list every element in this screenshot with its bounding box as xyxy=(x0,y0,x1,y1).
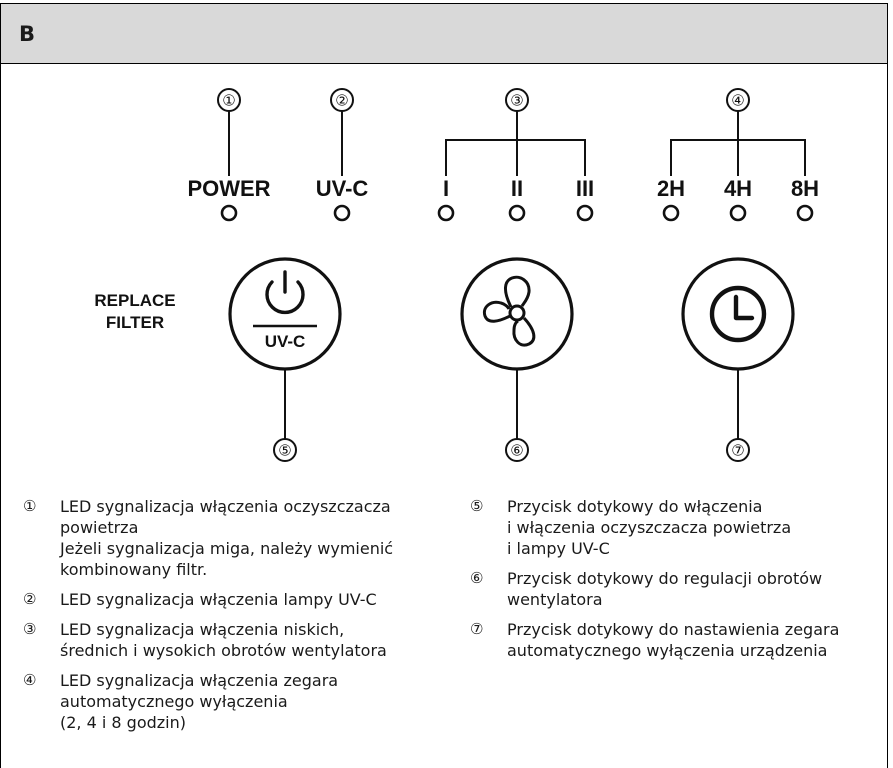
callout-6-number: ⑥ xyxy=(510,442,523,460)
led-uvc xyxy=(333,204,351,222)
legend-left: ① LED sygnalizacja włączenia oczyszczacz… xyxy=(23,496,443,742)
callout-3-number: ③ xyxy=(510,92,523,110)
panel-frame: B xyxy=(0,3,888,768)
legend-item-4-number: ④ xyxy=(23,671,37,689)
callout-3: ③ xyxy=(445,88,586,176)
callout-1-number: ① xyxy=(222,92,235,110)
callout-4-number: ④ xyxy=(731,92,744,110)
led-power xyxy=(220,204,238,222)
fan-icon xyxy=(482,275,536,347)
legend-item-3-text: LED sygnalizacja włączenia niskich, śred… xyxy=(60,620,387,660)
led-timer-4h xyxy=(729,204,747,222)
led-label-uvc: UV-C xyxy=(316,176,369,201)
legend-item-5: ⑤ Przycisk dotykowy do włączenia i włącz… xyxy=(470,496,880,559)
led-speed-mid xyxy=(508,204,526,222)
power-uvc-button[interactable]: UV-C xyxy=(228,257,342,371)
fan-button[interactable] xyxy=(460,257,574,371)
callout-5: ⑤ xyxy=(273,370,297,462)
legend-item-3: ③ LED sygnalizacja włączenia niskich, śr… xyxy=(23,619,443,661)
callout-5-number: ⑤ xyxy=(278,442,291,460)
callout-1: ① xyxy=(217,88,241,176)
callout-2: ② xyxy=(330,88,354,176)
replace-filter-line1: REPLACE xyxy=(94,291,175,310)
legend-item-6-text: Przycisk dotykowy do regulacji obrotów w… xyxy=(507,569,823,609)
power-icon xyxy=(265,270,305,315)
legend-item-2-text: LED sygnalizacja włączenia lampy UV-C xyxy=(60,590,377,609)
callout-7-number: ⑦ xyxy=(731,442,744,460)
legend-item-6: ⑥ Przycisk dotykowy do regulacji obrotów… xyxy=(470,568,880,610)
callout-7: ⑦ xyxy=(726,370,750,462)
legend-item-4: ④ LED sygnalizacja włączenia zegara auto… xyxy=(23,670,443,733)
led-label-timer-4h: 4H xyxy=(724,176,752,201)
legend-item-6-number: ⑥ xyxy=(470,569,484,587)
led-speed-high xyxy=(576,204,594,222)
power-button-uvc-label: UV-C xyxy=(265,332,306,351)
legend-item-2-number: ② xyxy=(23,590,37,608)
legend-item-5-text: Przycisk dotykowy do włączenia i włączen… xyxy=(507,497,792,558)
legend-item-7-text: Przycisk dotykowy do nastawienia zegara … xyxy=(507,620,840,660)
led-label-power: POWER xyxy=(187,176,270,201)
legend-item-1-number: ① xyxy=(23,497,37,515)
legend-item-5-number: ⑤ xyxy=(470,497,484,515)
callout-6: ⑥ xyxy=(505,370,529,462)
legend-right: ⑤ Przycisk dotykowy do włączenia i włącz… xyxy=(470,496,880,670)
clock-icon xyxy=(709,285,767,343)
legend-item-4-text: LED sygnalizacja włączenia zegara automa… xyxy=(60,671,339,732)
led-timer-2h xyxy=(662,204,680,222)
led-label-speed-high: III xyxy=(576,176,594,201)
led-timer-8h xyxy=(796,204,814,222)
legend-item-1-text: LED sygnalizacja włączenia oczyszczacza … xyxy=(60,497,394,579)
legend-item-1: ① LED sygnalizacja włączenia oczyszczacz… xyxy=(23,496,443,580)
legend-item-7-number: ⑦ xyxy=(470,620,484,638)
led-label-speed-mid: II xyxy=(511,176,523,201)
legend-item-2: ② LED sygnalizacja włączenia lampy UV-C xyxy=(23,589,443,610)
callout-2-number: ② xyxy=(335,92,348,110)
section-letter: B xyxy=(19,22,36,46)
led-speed-low xyxy=(437,204,455,222)
led-label-timer-8h: 8H xyxy=(791,176,819,201)
legend-item-3-number: ③ xyxy=(23,620,37,638)
section-header: B xyxy=(1,4,887,64)
replace-filter-line2: FILTER xyxy=(106,313,164,332)
led-label-speed-low: I xyxy=(443,176,449,201)
timer-button[interactable] xyxy=(681,257,795,371)
led-label-timer-2h: 2H xyxy=(657,176,685,201)
legend-item-7: ⑦ Przycisk dotykowy do nastawienia zegar… xyxy=(470,619,880,661)
callout-4: ④ xyxy=(670,88,806,176)
